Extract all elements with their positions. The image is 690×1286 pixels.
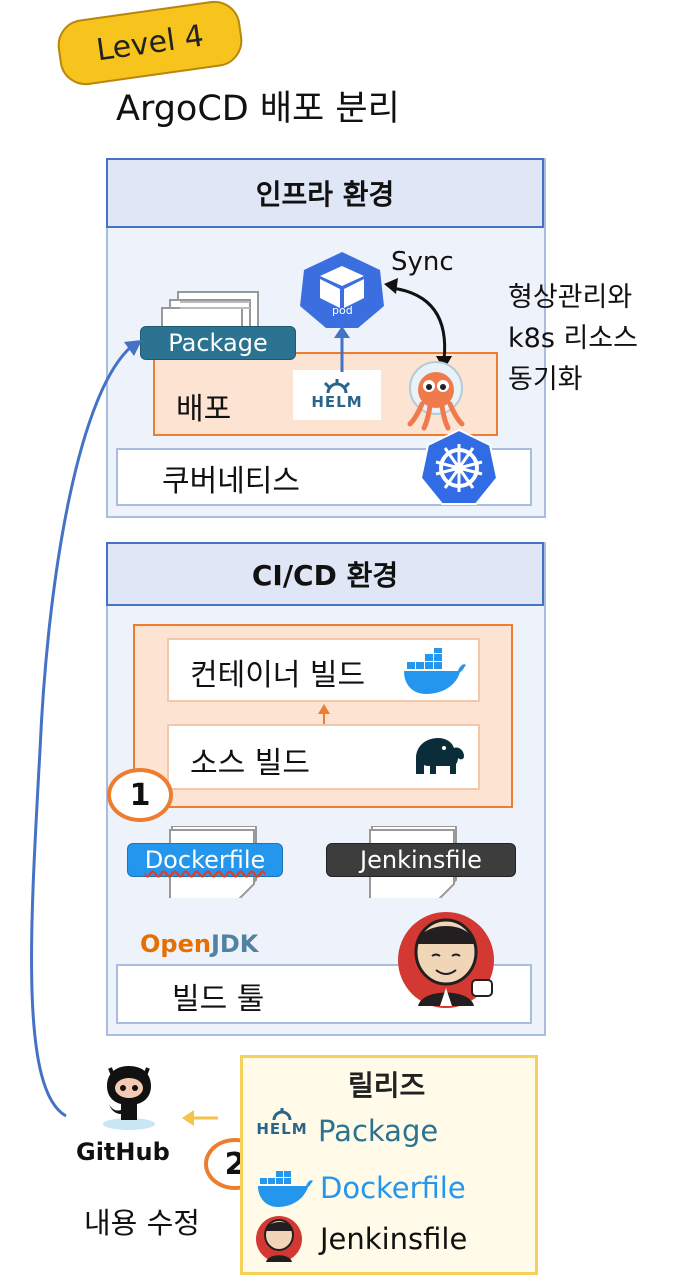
jenkinsfile-tag-label: Jenkinsfile (360, 846, 482, 874)
build-flow-arrow (318, 704, 330, 724)
openjdk-logo-jdk: JDK (210, 930, 259, 958)
side-note-line-2: k8s 리소스 (508, 323, 638, 354)
github-octocat-icon (103, 1066, 155, 1130)
step-1-label: 1 (129, 777, 151, 813)
page-title: ArgoCD 배포 분리 (116, 89, 400, 129)
deploy-label: 배포 (176, 392, 232, 427)
release-docker-icon (258, 1171, 313, 1207)
side-note: 형상관리와 k8s 리소스 동기화 (508, 277, 638, 400)
level-badge-label: Level 4 (94, 18, 206, 68)
step-1-badge: 1 (107, 768, 173, 822)
helm-logo-text: HELM (311, 393, 363, 411)
cicd-header: CI/CD 환경 (106, 542, 544, 606)
argocd-octopus-icon (407, 361, 465, 431)
jenkins-butler-icon (398, 912, 494, 1008)
package-tag[interactable]: Package (140, 326, 296, 360)
package-tag-label: Package (168, 329, 268, 357)
k8s-label: 쿠버네티스 (162, 464, 300, 499)
release-jenkins-icon (256, 1216, 302, 1262)
source-build-label: 소스 빌드 (190, 746, 310, 781)
cicd-header-label: CI/CD 환경 (251, 559, 399, 592)
release-helm-wheel-icon (272, 1108, 292, 1120)
container-build-label: 컨테이너 빌드 (190, 658, 366, 693)
release-helm-logo-text: HELM (256, 1120, 308, 1138)
dockerfile-tag-label: Dockerfile (144, 846, 266, 874)
pod-label: pod (332, 304, 353, 317)
release-dockerfile: Dockerfile (320, 1171, 466, 1205)
helm-logo: HELM (293, 370, 381, 420)
release-title: 릴리즈 (348, 1069, 426, 1102)
openjdk-logo: OpenJDK (140, 930, 258, 958)
jenkinsfile-tag[interactable]: Jenkinsfile (326, 843, 516, 877)
dockerfile-tag[interactable]: Dockerfile (127, 843, 283, 877)
github-logo-text: GitHub (76, 1138, 170, 1166)
github-to-package-arrow (30, 340, 142, 1118)
level-badge: Level 4 (54, 0, 246, 89)
release-to-github-arrow (182, 1110, 218, 1126)
side-note-line-1: 형상관리와 (508, 282, 633, 313)
sync-arrow (384, 278, 452, 370)
sync-label: Sync (391, 247, 454, 277)
docker-whale-icon (404, 648, 466, 694)
kubernetes-icon (420, 428, 498, 505)
release-jenkinsfile: Jenkinsfile (320, 1222, 468, 1256)
pod-icon (300, 252, 384, 328)
build-tool-label: 빌드 툴 (172, 982, 265, 1017)
helm-to-pod-arrow (334, 326, 350, 372)
infra-header-label: 인프라 환경 (255, 178, 395, 211)
side-note-line-3: 동기화 (508, 364, 583, 395)
release-package: Package (318, 1114, 439, 1148)
openjdk-logo-open: Open (140, 930, 211, 958)
helm-wheel-icon (323, 379, 351, 393)
gradle-elephant-icon (416, 738, 464, 774)
release-helm-logo: HELM (254, 1108, 310, 1146)
edit-content-label: 내용 수정 (84, 1206, 200, 1240)
infra-header: 인프라 환경 (106, 158, 544, 228)
